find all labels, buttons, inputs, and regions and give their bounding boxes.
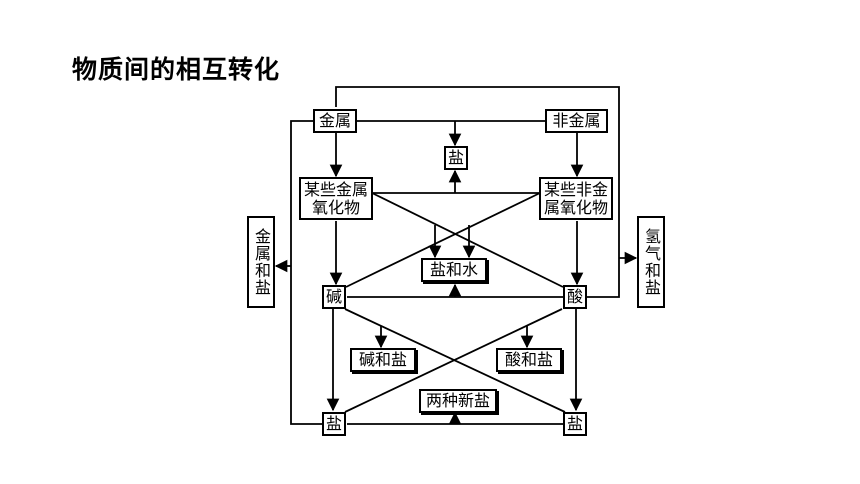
node-salt-water: 盐和水 bbox=[421, 258, 487, 282]
node-metal: 金属 bbox=[313, 109, 357, 133]
node-metal-oxide: 某些金属氧化物 bbox=[299, 177, 373, 220]
diag-acid-salt bbox=[344, 308, 563, 413]
diag-nonmetaloxide-base bbox=[345, 192, 541, 288]
left-loop bbox=[290, 120, 322, 425]
node-metal-and-salt: 金属和盐 bbox=[247, 216, 275, 308]
node-two-new-salts: 两种新盐 bbox=[419, 389, 497, 413]
node-base: 碱 bbox=[322, 285, 346, 309]
page-title: 物质间的相互转化 bbox=[72, 55, 281, 84]
node-hydrogen-and-salt: 氢气和盐 bbox=[637, 216, 665, 308]
node-acid: 酸 bbox=[563, 285, 587, 309]
diag-metaloxide-acid bbox=[371, 192, 564, 288]
node-nonmetal-oxide: 某些非金属氧化物 bbox=[539, 177, 613, 220]
node-acid-and-salt: 酸和盐 bbox=[496, 348, 562, 372]
acid-metal-loop bbox=[335, 86, 620, 298]
node-salt-bottom-left: 盐 bbox=[322, 412, 346, 436]
node-salt-top: 盐 bbox=[444, 146, 468, 170]
node-base-and-salt: 碱和盐 bbox=[350, 348, 416, 372]
node-salt-bottom-right: 盐 bbox=[563, 412, 587, 436]
node-nonmetal: 非金属 bbox=[545, 109, 608, 133]
